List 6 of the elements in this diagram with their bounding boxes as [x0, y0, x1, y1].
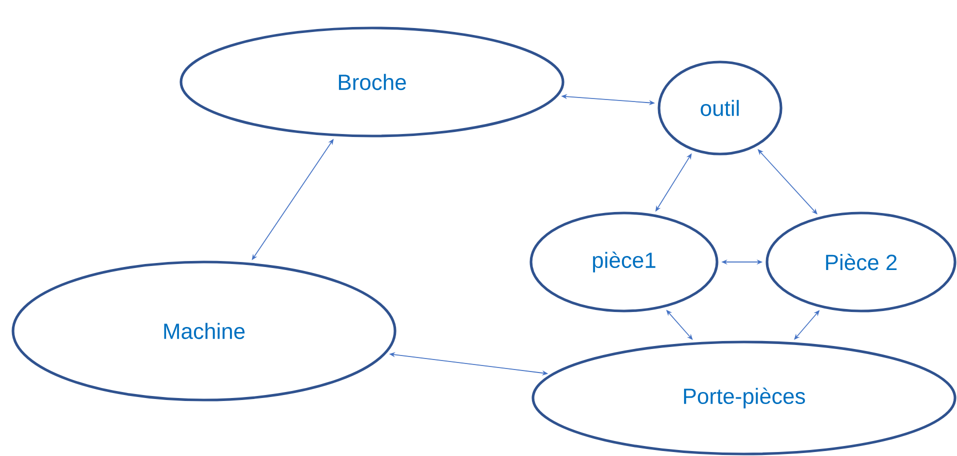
- ellipse-node: Porte-pièces: [532, 340, 956, 456]
- ellipse-node: outil: [658, 60, 782, 156]
- ellipse-node: Broche: [180, 26, 564, 138]
- ellipse-node: pièce1: [530, 212, 718, 312]
- ellipse-node: Machine: [12, 260, 396, 402]
- ellipse-node: Pièce 2: [766, 212, 956, 312]
